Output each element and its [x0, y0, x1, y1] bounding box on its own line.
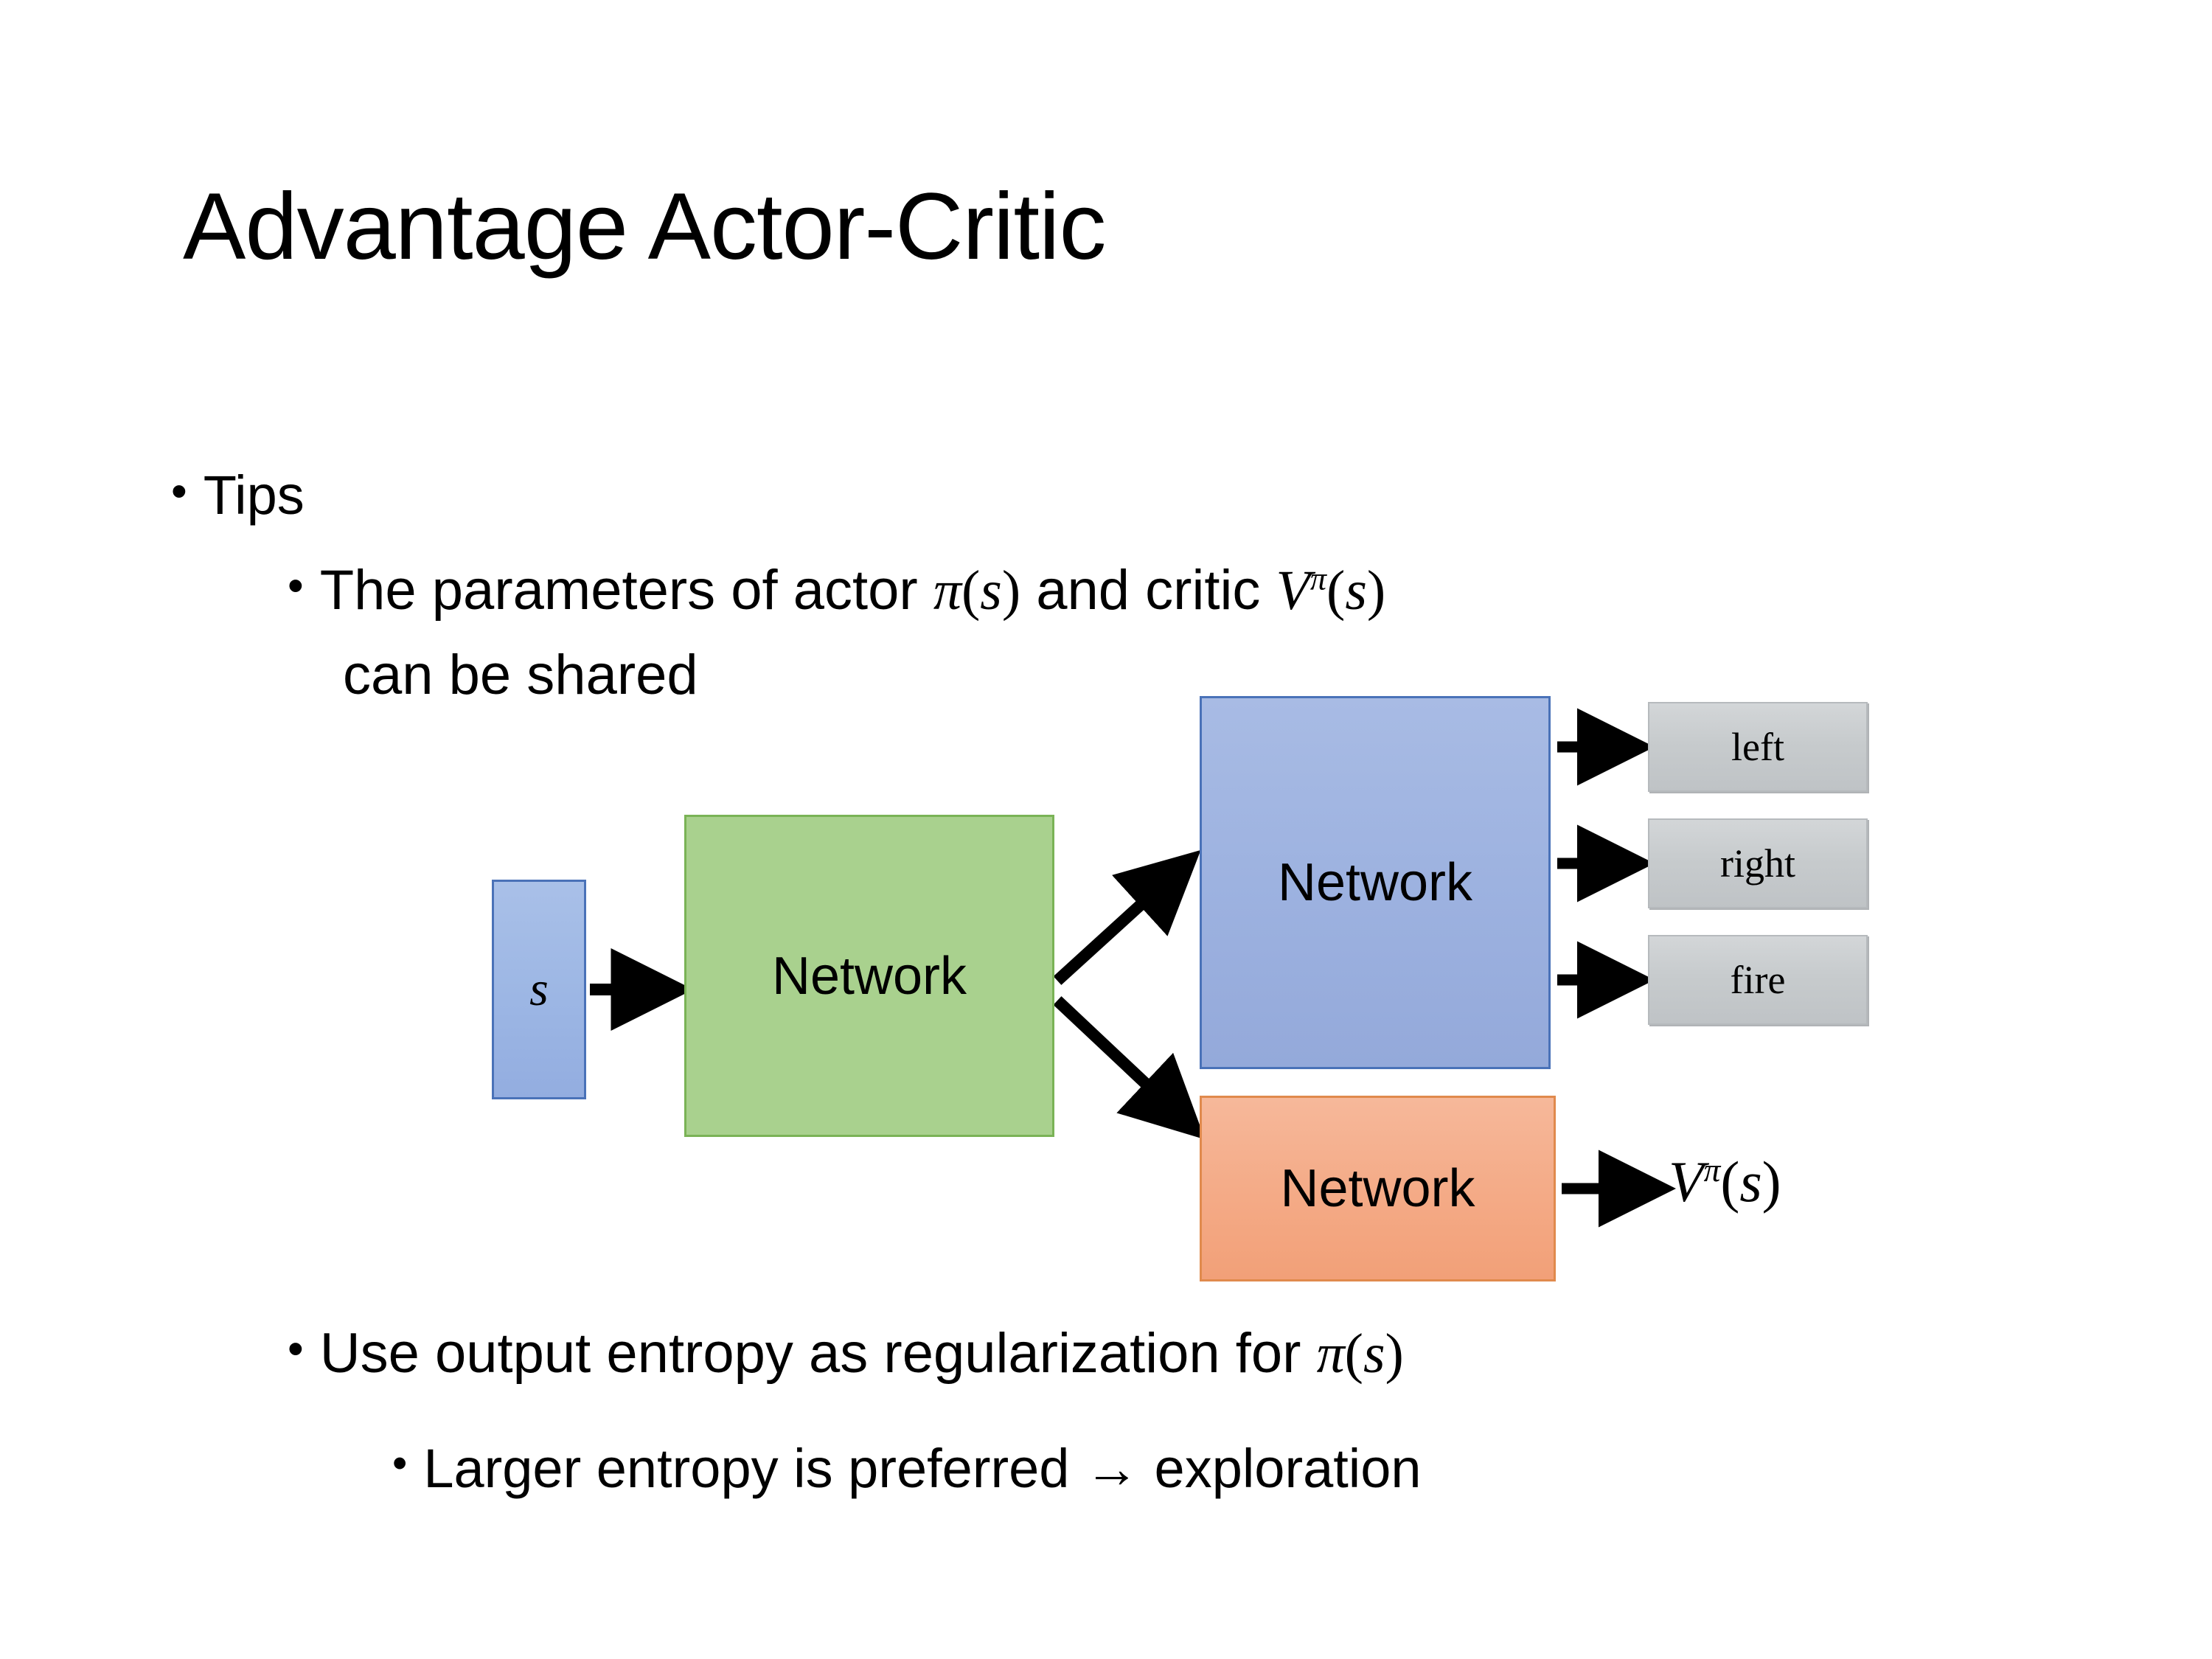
action-box-fire: fire	[1648, 935, 1868, 1025]
bullet-parameters-text-b: and critic	[1020, 559, 1276, 622]
state-input-box: s	[492, 880, 586, 1099]
math-pi-of-s-entropy: π(s)	[1316, 1323, 1404, 1385]
bullet-exploration-label: Larger entropy is preferred → exploratio…	[423, 1438, 1422, 1499]
bullet-entropy-label: Use output entropy as regularization for…	[319, 1322, 1404, 1385]
bullet-marker-icon: •	[392, 1439, 408, 1487]
arrow-shared-to-critic	[1053, 996, 1206, 1140]
bullet-marker-icon: •	[288, 1324, 304, 1374]
bullet-marker-icon: •	[288, 560, 304, 611]
bullet-parameters-text-a: The parameters of actor	[319, 559, 933, 622]
shared-network-box: Network	[684, 815, 1054, 1137]
bullet-parameters-shared: • The parameters of actor π(s) and criti…	[288, 560, 1385, 621]
page-title: Advantage Actor-Critic	[183, 174, 1106, 279]
actor-network-box: Network	[1200, 696, 1551, 1069]
bullet-parameters-line1: The parameters of actor π(s) and critic …	[320, 560, 1386, 621]
bullet-tips-label: Tips	[203, 465, 305, 526]
bullet-marker-icon: •	[171, 466, 187, 517]
bullet-entropy-text: Use output entropy as regularization for	[319, 1322, 1317, 1385]
bullet-entropy-regularization: • Use output entropy as regularization f…	[288, 1322, 1404, 1385]
bullet-parameters-line2: can be shared	[343, 644, 698, 706]
value-function-output-label: Vπ(s)	[1669, 1150, 1781, 1214]
action-box-left: left	[1648, 702, 1868, 792]
bullet-tips: • Tips	[171, 466, 305, 525]
arrow-shared-to-actor	[1053, 849, 1201, 985]
bullet-exploration: • Larger entropy is preferred → explorat…	[392, 1439, 1422, 1498]
action-box-right: right	[1648, 818, 1868, 908]
math-pi-of-s-actor: π(s)	[933, 560, 1021, 622]
critic-network-box: Network	[1200, 1096, 1556, 1281]
math-v-pi-of-s-critic: Vπ(s)	[1276, 560, 1386, 622]
